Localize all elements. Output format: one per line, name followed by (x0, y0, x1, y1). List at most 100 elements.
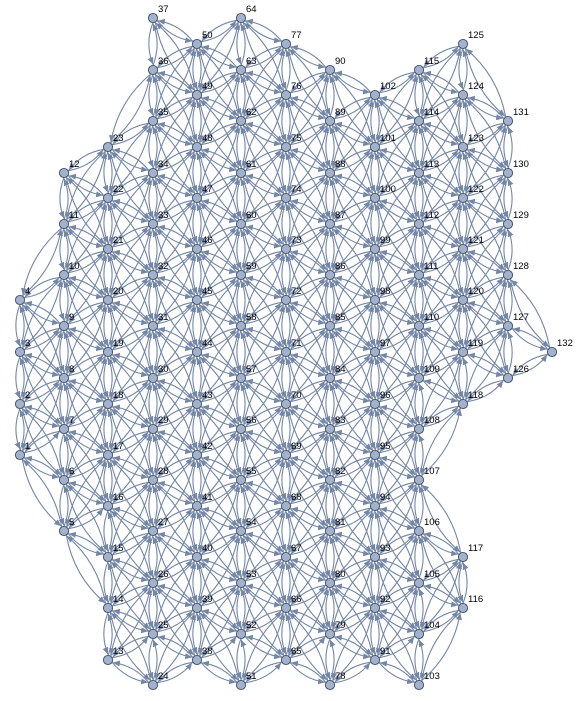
node-label-126: 126 (513, 364, 529, 375)
node-101 (369, 141, 381, 153)
node-92 (369, 602, 381, 614)
node-label-26: 26 (158, 569, 169, 580)
edge-103-116 (420, 612, 462, 682)
node-104 (413, 628, 425, 640)
edge-82-83 (329, 434, 336, 476)
edge-126-118 (467, 379, 505, 402)
edge-63-75 (242, 73, 284, 143)
edge-44-59 (198, 279, 240, 349)
edge-123-129 (464, 150, 506, 220)
node-label-47: 47 (202, 184, 213, 195)
edge-20-19 (102, 304, 109, 347)
edge-117-105 (423, 558, 460, 581)
node-label-75: 75 (291, 133, 302, 144)
edge-82-96 (331, 408, 374, 477)
edge-114-122 (420, 124, 461, 194)
node-label-23: 23 (113, 133, 124, 144)
edge-96-95 (369, 408, 376, 450)
edge-62-61 (235, 125, 242, 168)
node-42 (191, 449, 203, 461)
node-56 (235, 423, 247, 435)
edge-15-28 (109, 484, 152, 554)
node-label-31: 31 (158, 312, 169, 323)
node-127 (502, 320, 514, 332)
edge-18-7 (68, 405, 105, 427)
edge-129-128 (502, 228, 509, 270)
node-96 (369, 398, 381, 410)
edge-14-27 (109, 535, 152, 605)
node-14 (102, 602, 114, 614)
edge-44-43 (191, 356, 198, 399)
edge-104-103 (413, 638, 420, 680)
node-label-88: 88 (335, 159, 346, 170)
node-label-124: 124 (468, 81, 484, 92)
edge-127-132 (511, 327, 548, 352)
edge-98-85 (334, 301, 372, 324)
edge-69-84 (287, 382, 329, 452)
edge-90-89 (324, 74, 331, 116)
edge-40-55 (198, 484, 240, 554)
edge-59-71 (242, 278, 284, 348)
edge-54-55 (240, 485, 247, 527)
node-label-4: 4 (25, 286, 30, 297)
node-48 (191, 141, 203, 153)
edge-22-12 (68, 173, 105, 197)
node-label-100: 100 (380, 184, 396, 195)
edge-2-1 (14, 408, 21, 450)
edge-20-21 (107, 254, 114, 296)
edge-19-18 (102, 356, 109, 399)
node-116 (457, 602, 469, 614)
edge-96-83 (334, 405, 372, 427)
edge-19-29 (109, 355, 151, 425)
edge-80-66 (290, 584, 327, 606)
edge-8-2 (24, 379, 61, 402)
edge-14-24 (109, 611, 151, 681)
node-label-127: 127 (513, 312, 529, 323)
node-29 (147, 423, 159, 435)
node-70 (280, 398, 292, 410)
edge-8-7 (58, 382, 65, 424)
edge-15-14 (102, 561, 109, 603)
node-111 (413, 269, 425, 281)
edge-43-58 (198, 330, 241, 401)
edge-31-20 (112, 300, 150, 325)
edge-9-4 (24, 300, 61, 325)
node-label-72: 72 (291, 286, 302, 297)
edge-30-18 (112, 379, 150, 402)
edge-87-98 (331, 227, 373, 296)
edge-1-8 (21, 382, 63, 452)
edge-4-11 (21, 228, 63, 297)
edge-116-117 (462, 562, 469, 604)
node-label-32: 32 (158, 261, 169, 272)
edge-126-127 (507, 331, 514, 374)
node-53 (235, 577, 247, 589)
edge-55-67 (242, 483, 284, 553)
edge-108-95 (379, 430, 416, 453)
node-label-113: 113 (424, 159, 439, 170)
edge-77-89 (287, 47, 328, 117)
node-label-10: 10 (69, 261, 80, 272)
edge-39-54 (198, 535, 240, 605)
edge-131-124 (467, 95, 505, 120)
edge-7-6 (58, 433, 65, 475)
edge-21-31 (109, 252, 151, 322)
node-27 (147, 525, 159, 537)
edge-115-123 (420, 73, 461, 143)
edge-120-119 (457, 304, 464, 347)
edge-80-79 (324, 587, 331, 629)
edge-97-84 (334, 353, 372, 376)
node-label-87: 87 (335, 210, 346, 221)
edge-107-118 (420, 408, 462, 477)
edge-41-40 (191, 510, 198, 552)
edge-127-126 (502, 330, 509, 373)
node-label-130: 130 (513, 159, 529, 170)
node-1 (14, 449, 26, 461)
edge-45-60 (198, 228, 240, 297)
edge-114-102 (379, 95, 416, 120)
edge-49-48 (191, 99, 198, 142)
node-66 (280, 602, 292, 614)
node-label-66: 66 (291, 594, 302, 605)
edge-74-60 (245, 199, 283, 222)
edge-53-52 (235, 587, 242, 629)
